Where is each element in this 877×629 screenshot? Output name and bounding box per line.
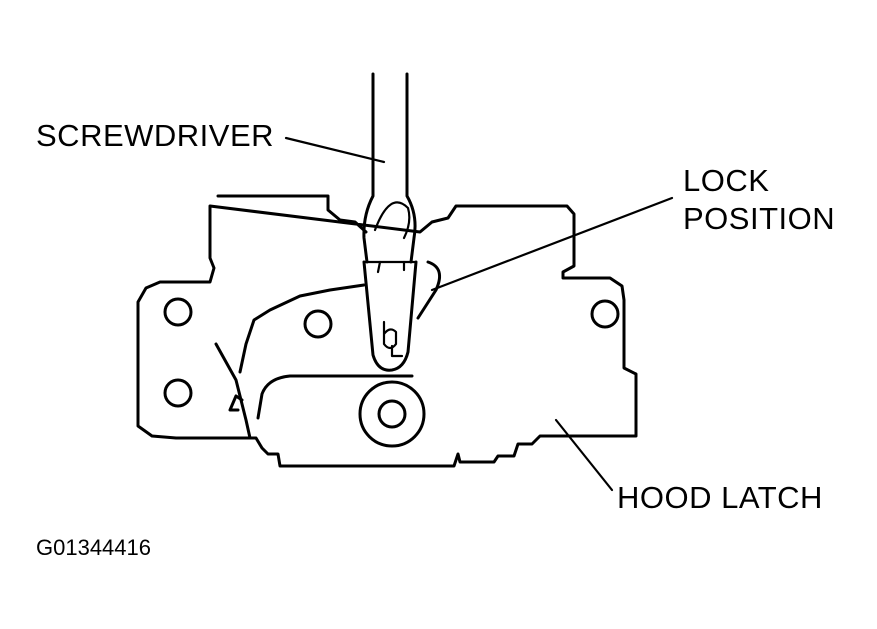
mounting-hole-right xyxy=(590,299,620,329)
screwdriver-drawing xyxy=(362,72,417,264)
lock-position-label: LOCK POSITION xyxy=(683,162,835,238)
leader-line-lock-position xyxy=(430,196,674,292)
pivot-hole xyxy=(303,309,333,339)
mounting-hole-top-left xyxy=(163,297,193,327)
mounting-hole-bottom-left xyxy=(163,378,193,408)
lock-position-label-line1: LOCK xyxy=(683,163,770,198)
latch-plate-outline xyxy=(136,194,638,468)
screwdriver-label: SCREWDRIVER xyxy=(36,118,275,153)
leader-line-hood-latch xyxy=(554,418,614,492)
lock-position-label-line2: POSITION xyxy=(683,201,836,236)
latch-ring xyxy=(358,380,426,448)
leader-line-screwdriver xyxy=(284,136,386,164)
figure-code: G01344416 xyxy=(36,535,151,560)
hood-latch-label: HOOD LATCH xyxy=(617,480,823,515)
latch-lever xyxy=(214,260,442,440)
